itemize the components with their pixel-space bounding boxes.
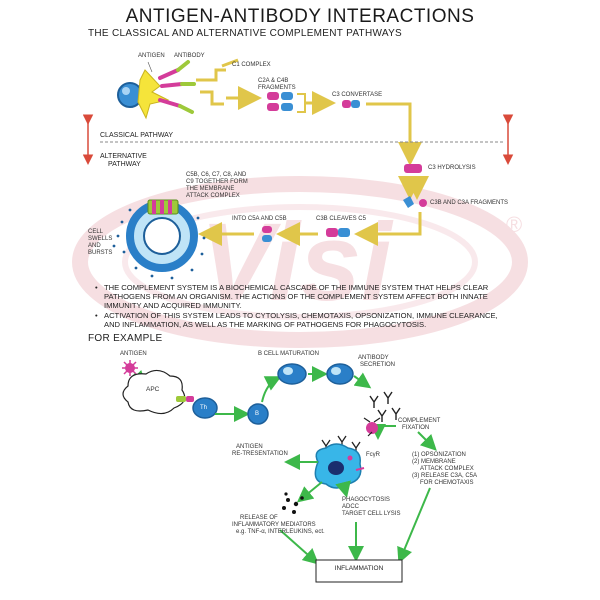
antigen-antibody-complex-icon: [117, 60, 196, 120]
label-mac-1: C5b, C6, C7, C8, AND: [186, 172, 247, 178]
complement-fixation-icon: [363, 417, 381, 437]
label-c3-hydrolysis: C3 HYDROLYSIS: [428, 165, 476, 171]
label-release-3: e.g. TNF-α, INTERLEUKINS, ect.: [236, 529, 325, 535]
label-example-antigen: ANTIGEN: [120, 351, 147, 357]
label-c1-complex: C1 COMPLEX: [232, 62, 271, 68]
label-th: Th: [200, 405, 208, 411]
label-cell-4: BURSTS: [88, 250, 113, 256]
macrophage-cell-icon: [314, 443, 365, 489]
label-antigen: ANTIGEN: [138, 53, 165, 59]
th-cell-icon: [192, 397, 218, 419]
label-complement-fixation-2: FIXATION: [402, 425, 430, 431]
bullet-1-line-1: THE COMPLEMENT SYSTEM IS A BIOCHEMICAL C…: [104, 283, 489, 292]
label-classical-pathway: CLASSICAL PATHWAY: [100, 132, 173, 139]
mac-cell-icon: [112, 199, 206, 280]
label-apc: APC: [146, 386, 160, 393]
arrow-release-to-inflammation: [279, 529, 319, 565]
label-release-2: INFLAMMATORY MEDIATORS: [232, 522, 316, 528]
b-cell-icon: [247, 403, 269, 425]
arrow-to-antibodies: [353, 372, 372, 389]
antibodies-icon: [369, 391, 401, 422]
c1-complex-icon: [196, 58, 239, 106]
label-outcome-3: ATTACK COMPLEX: [420, 466, 474, 472]
label-presentation-1: ANTIGEN: [236, 444, 263, 450]
arrow-to-c5: [354, 212, 422, 246]
label-c3-convertase: C3 CONVERTASE: [332, 92, 383, 98]
label-complement-fixation-1: COMPLEMENT: [398, 418, 441, 424]
bullet-1: THE COMPLEMENT SYSTEM IS A BIOCHEMICAL C…: [95, 283, 544, 310]
label-outcome-2: (2) MEMBRANE: [412, 459, 456, 465]
antigen-example-icon: [122, 360, 138, 376]
label-mac-2: C9 TOGETHER FORM: [186, 179, 248, 185]
label-c3b-c3a: C3b AND C3a FRAGMENTS: [430, 200, 509, 206]
label-alternative-2: PATHWAY: [108, 161, 141, 168]
plasma-cell-2-icon: [326, 363, 354, 385]
bullet-1-line-3: IMMUNITY AND ACQUIRED IMMUNITY.: [104, 301, 242, 310]
watermark-registered-mark: ®: [506, 212, 522, 237]
c5a-c5b-icon: [262, 226, 272, 242]
label-outcome-1: (1) OPSONIZATION: [412, 452, 466, 458]
label-antibody: ANTIBODY: [174, 53, 205, 59]
arrow-b-maturation: [261, 376, 282, 403]
c3-hydrolysis-icon: [404, 164, 422, 173]
label-cell-1: CELL: [88, 229, 104, 235]
bullet-1-line-2: PATHOGENS FROM AN ORGANISM. THE ACTIONS …: [104, 292, 488, 301]
inflammation-box: [315, 559, 403, 583]
arrow-to-hydrolysis: [366, 102, 422, 166]
bullet-2: ACTIVATION OF THIS SYSTEM LEADS TO CYTOL…: [95, 311, 544, 329]
arrow-to-outcomes: [417, 431, 437, 451]
bullet-2-line-2: AND INFLAMMATION, AS WELL AS THE MARKING…: [104, 320, 427, 329]
label-into-c5a-c5b: INTO C5a AND C5b: [232, 216, 287, 222]
label-inflammation: INFLAMMATION: [334, 565, 384, 572]
bullet-2-line-1: ACTIVATION OF THIS SYSTEM LEADS TO CYTOL…: [104, 311, 498, 320]
label-b-maturation: B CELL MATURATION: [258, 351, 319, 357]
label-cell-3: AND: [88, 243, 101, 249]
page-title: ANTIGEN-ANTIBODY INTERACTIONS: [125, 6, 475, 27]
label-phago-1: PHAGOCYTOSIS: [342, 497, 390, 503]
label-outcome-4: (3) RELEASE C3a, C5a: [412, 473, 478, 479]
label-alternative-1: ALTERNATIVE: [100, 153, 147, 160]
c3b-c3a-fragments-icon: [403, 196, 427, 208]
label-cell-2: SWELLS: [88, 236, 113, 242]
c2a-c4b-fragments-icon: [267, 92, 293, 111]
arrow-outcomes-to-inflammation: [397, 487, 431, 564]
c5-icon: [326, 228, 350, 237]
bracket: [297, 93, 306, 113]
inflammatory-mediators-icon: [282, 492, 304, 514]
page-subtitle: THE CLASSICAL AND ALTERNATIVE COMPLEMENT…: [88, 28, 403, 39]
label-presentation-2: RE-TRESENTATION: [232, 451, 288, 457]
label-c3b-cleaves-c5: C3b CLEAVES C5: [316, 216, 366, 222]
label-phago-3: TARGET CELL LYSIS: [342, 511, 401, 517]
arrow-to-phagocytosis: [335, 480, 351, 498]
c3-convertase-icon: [342, 100, 360, 108]
label-phago-2: ADCC: [342, 504, 360, 510]
label-outcome-5: FOR CHEMOTAXIS: [420, 480, 474, 486]
label-antibody-secretion-2: SECRETION: [360, 362, 396, 368]
label-mac-3: THE MEMBRANE: [186, 186, 235, 192]
label-c2a-c4b-1: C2a & C4b: [258, 78, 289, 84]
label-b: B: [255, 411, 260, 417]
label-release-1: RELEASE OF: [240, 515, 278, 521]
plasma-cell-1-icon: [277, 363, 307, 385]
label-fcyr: FcγR: [366, 452, 380, 458]
mhc-connector-icon: [176, 396, 194, 402]
label-mac-4: ATTACK COMPLEX: [186, 193, 240, 199]
for-example-heading: FOR EXAMPLE: [88, 333, 163, 344]
arrow-to-release: [296, 481, 323, 503]
label-antibody-secretion-1: ANTIBODY: [358, 355, 389, 361]
label-c2a-c4b-2: FRAGMENTS: [258, 85, 296, 91]
